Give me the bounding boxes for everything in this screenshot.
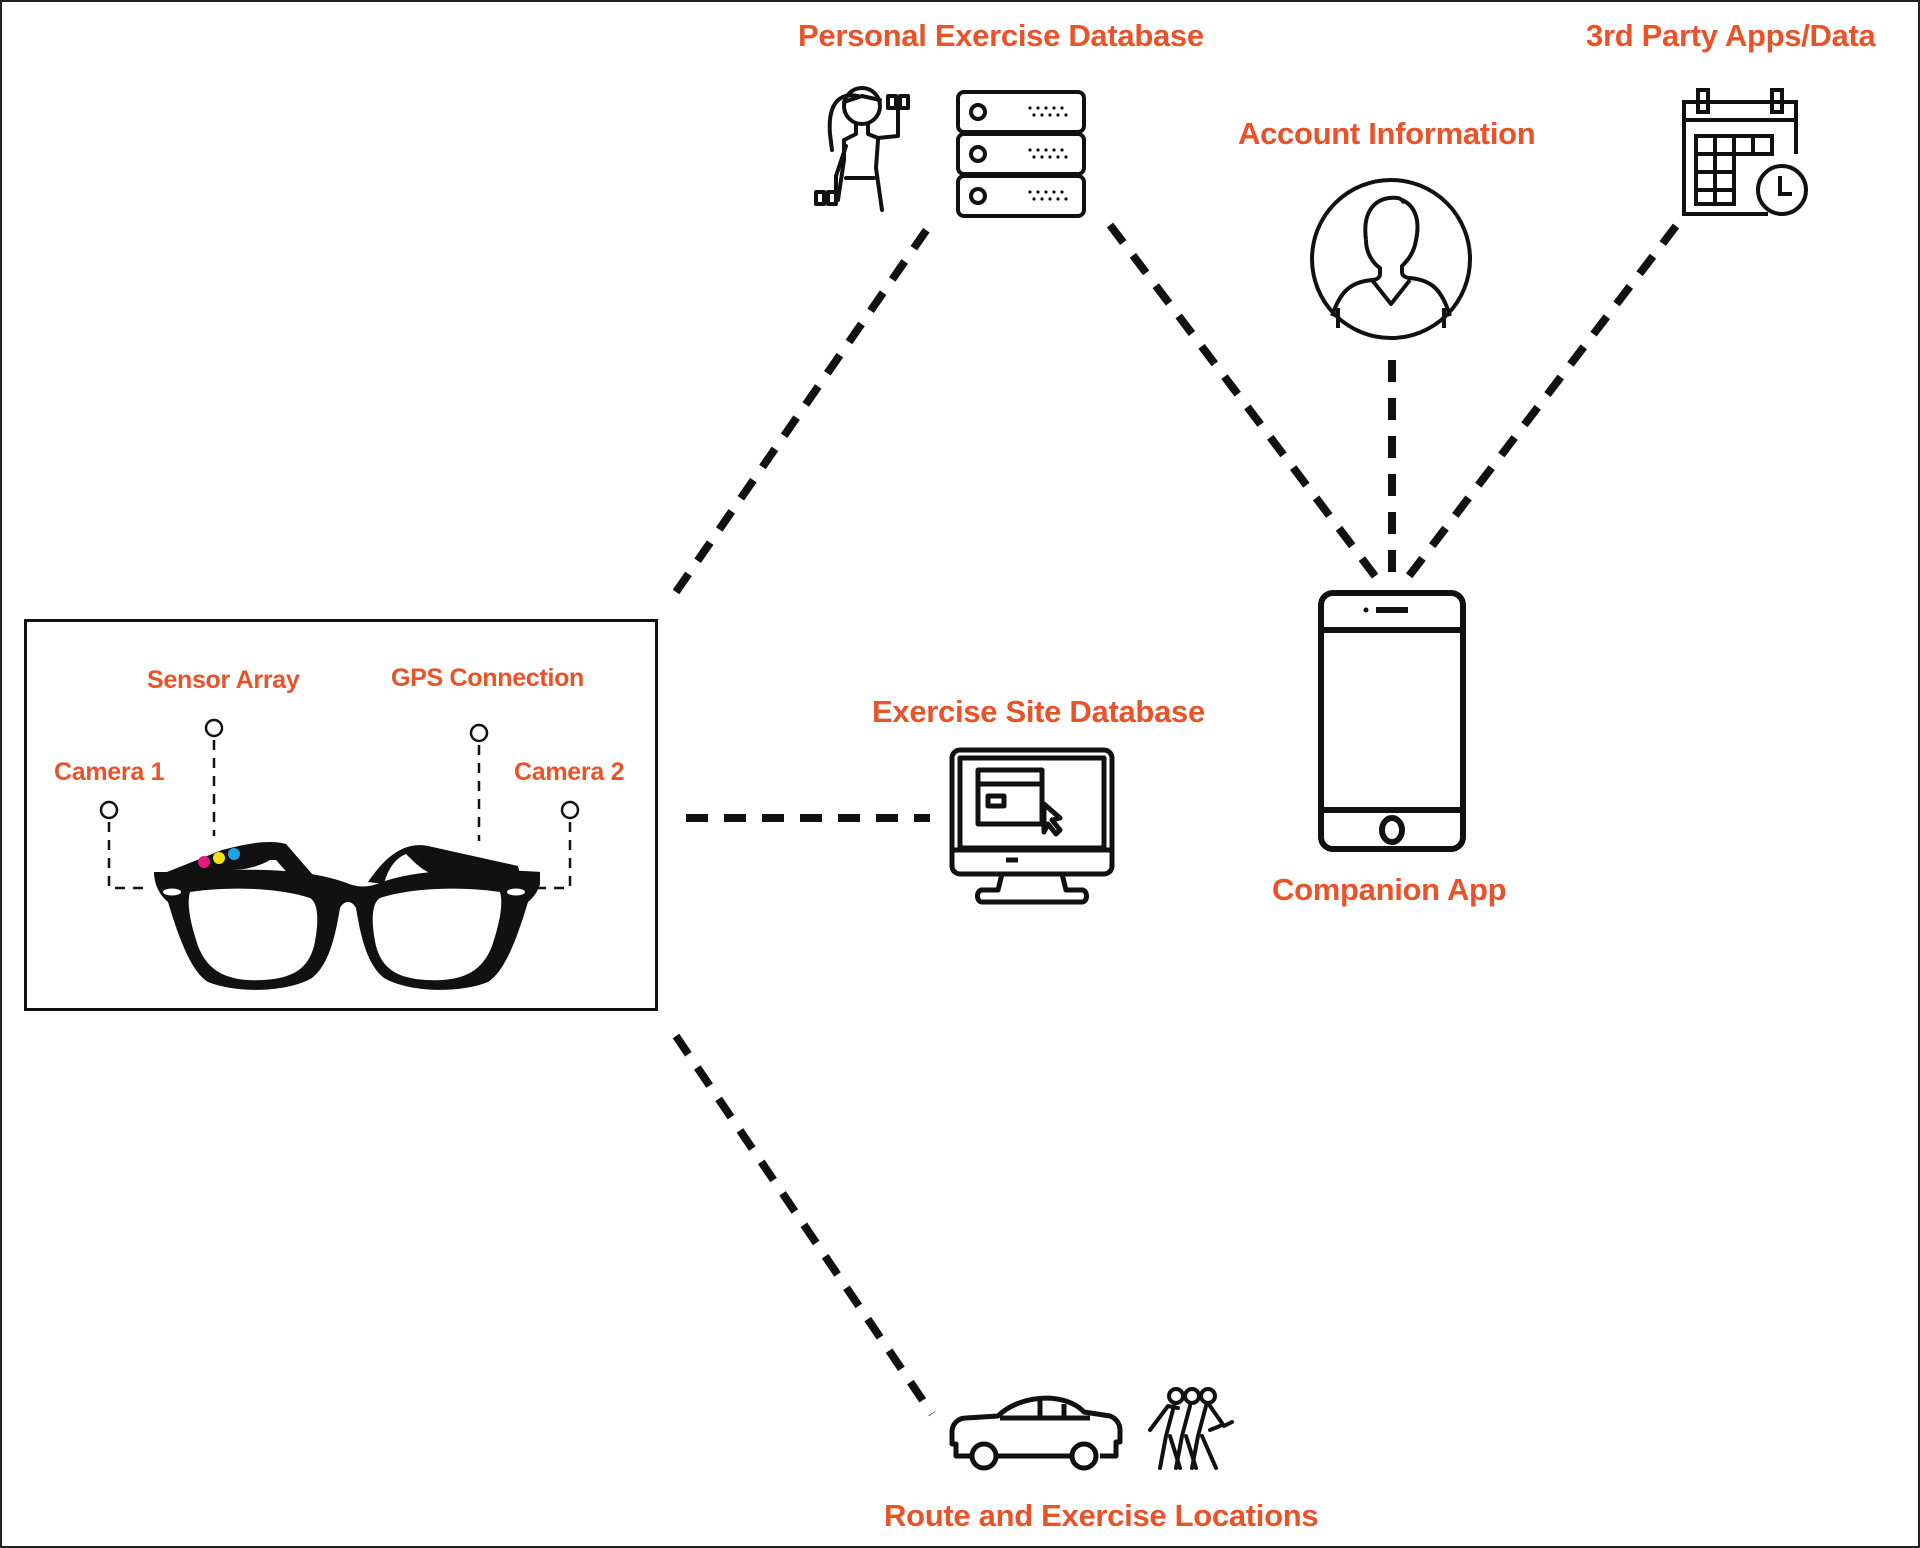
car-icon bbox=[949, 1395, 1123, 1471]
callout-line-camera-1 bbox=[107, 822, 147, 890]
callout-marker-camera-1 bbox=[99, 800, 119, 820]
account-info-label: Account Information bbox=[1238, 116, 1536, 151]
personal-exercise-db-label: Personal Exercise Database bbox=[798, 18, 1204, 53]
sensor-dot-cyan bbox=[228, 848, 240, 860]
smart-glasses-panel bbox=[24, 619, 658, 1011]
callout-camera-1-label: Camera 1 bbox=[54, 758, 165, 786]
callout-line-camera-2 bbox=[532, 822, 572, 890]
sensor-dot-magenta bbox=[198, 856, 210, 868]
user-avatar-icon bbox=[1310, 178, 1472, 340]
callout-marker-gps-connection bbox=[469, 723, 489, 743]
desktop-monitor-icon bbox=[949, 747, 1115, 905]
server-icon bbox=[956, 90, 1086, 218]
companion-app-label: Companion App bbox=[1272, 872, 1507, 907]
third-party-label: 3rd Party Apps/Data bbox=[1586, 18, 1876, 53]
callout-sensor-array-label: Sensor Array bbox=[147, 666, 300, 694]
edge-glasses-to-route-locations bbox=[672, 1033, 936, 1417]
exercise-site-db-label: Exercise Site Database bbox=[872, 694, 1205, 729]
walking-group-icon bbox=[1148, 1387, 1234, 1470]
smartphone-icon bbox=[1318, 590, 1466, 852]
sensor-dot-yellow bbox=[213, 852, 225, 864]
calendar-clock-icon bbox=[1682, 88, 1808, 216]
route-locations-label: Route and Exercise Locations bbox=[884, 1498, 1319, 1533]
callout-marker-camera-2 bbox=[560, 800, 580, 820]
callout-gps-connection-label: GPS Connection bbox=[391, 664, 585, 692]
callout-camera-2-label: Camera 2 bbox=[514, 758, 625, 786]
woman-dumbbell-icon bbox=[814, 86, 910, 212]
smart-glasses-icon bbox=[154, 842, 540, 990]
callout-marker-sensor-array bbox=[204, 718, 224, 738]
